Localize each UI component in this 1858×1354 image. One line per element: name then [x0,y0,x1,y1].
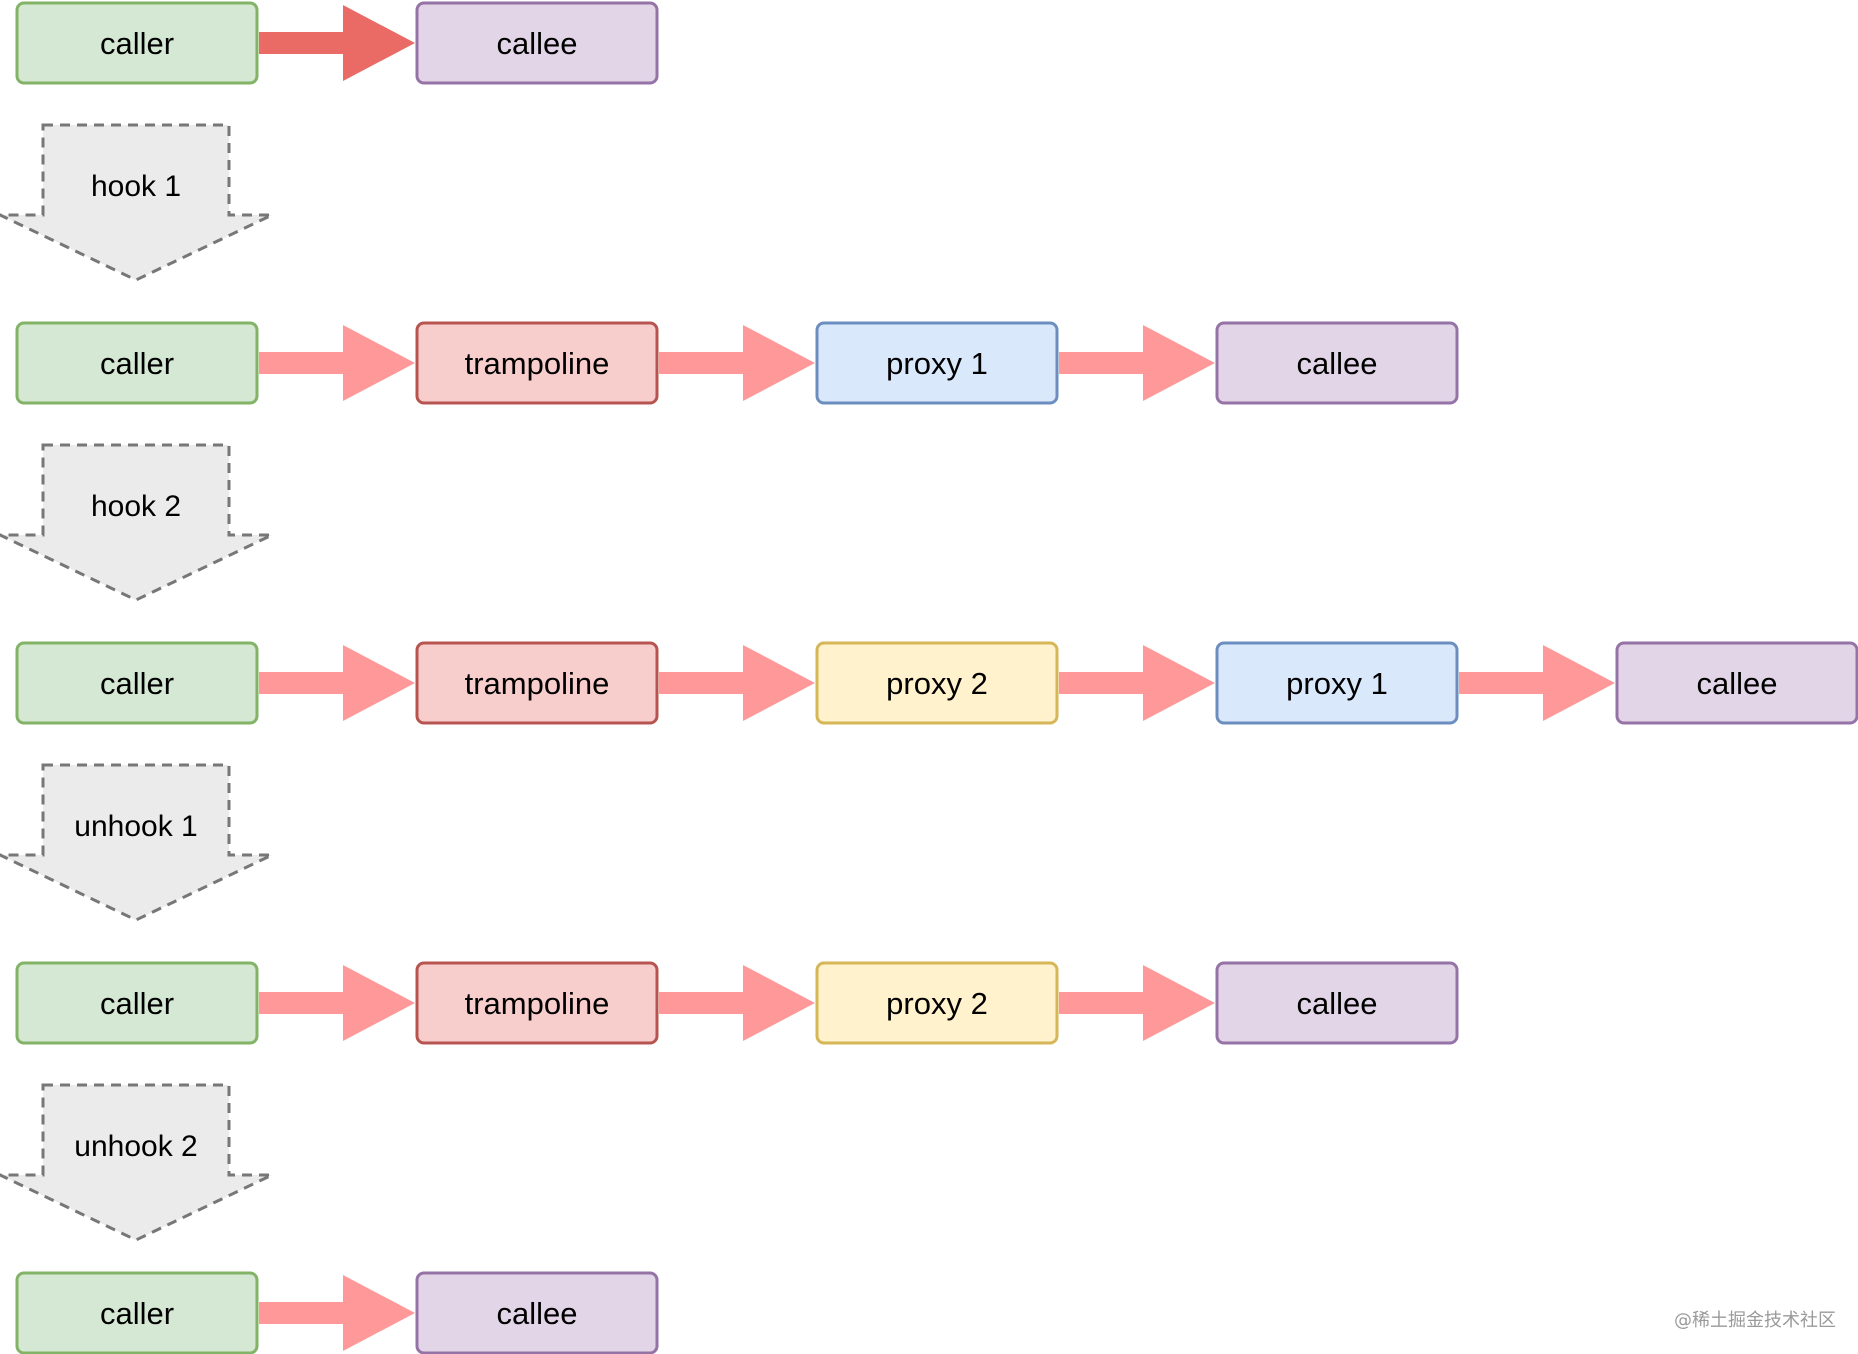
node-callee: callee [1215,961,1459,1045]
node-box [415,961,659,1045]
node-label: callee [497,26,578,61]
node-label: callee [1297,986,1378,1021]
down-arrow-shape [0,1083,273,1242]
flow-arrow [659,325,815,401]
node-label: caller [100,1296,174,1331]
node-proxy-2: proxy 2 [815,961,1059,1045]
node-caller: caller [15,1,259,85]
down-arrow-shape [0,763,273,922]
transition-step-2: hook 2 [0,443,273,602]
node-box [15,1271,259,1354]
node-box [1215,321,1459,405]
step-label: unhook 2 [74,1130,197,1163]
node-label: proxy 1 [1286,666,1388,701]
node-box [15,961,259,1045]
flow-arrow [259,645,415,721]
call-chain-row-5: caller callee [15,1271,659,1354]
node-box [415,1271,659,1354]
node-box [1215,641,1459,725]
transition-step-3: unhook 1 [0,763,273,922]
node-box [415,641,659,725]
node-callee: callee [415,1271,659,1354]
call-chain-row-2: caller trampoline proxy 1 callee [15,321,1459,405]
flow-arrow [659,965,815,1041]
flow-arrow [259,1275,415,1351]
node-callee: callee [415,1,659,85]
node-label: proxy 1 [886,346,988,381]
node-proxy-1: proxy 1 [1215,641,1459,725]
call-chain-row-3: caller trampoline proxy 2 proxy 1 callee [15,641,1858,725]
node-label: caller [100,346,174,381]
flow-arrow [259,965,415,1041]
node-label: proxy 2 [886,986,988,1021]
node-proxy-1: proxy 1 [815,321,1059,405]
node-caller: caller [15,321,259,405]
node-label: callee [1297,346,1378,381]
node-label: caller [100,986,174,1021]
node-box [415,321,659,405]
step-label: hook 1 [91,170,181,203]
node-label: callee [497,1296,578,1331]
call-chain-row-1: caller callee [15,1,659,85]
step-label: unhook 1 [74,810,197,843]
node-label: caller [100,26,174,61]
node-box [15,1,259,85]
down-arrow-shape [0,123,273,282]
node-trampoline: trampoline [415,961,659,1045]
down-arrow-shape [0,443,273,602]
node-trampoline: trampoline [415,641,659,725]
node-box [15,641,259,725]
flow-arrow [659,645,815,721]
node-label: trampoline [465,666,610,701]
node-label: caller [100,666,174,701]
node-callee: callee [1215,321,1459,405]
flow-arrow [1059,645,1215,721]
node-box [415,1,659,85]
node-proxy-2: proxy 2 [815,641,1059,725]
node-box [815,641,1059,725]
node-callee: callee [1615,641,1858,725]
node-caller: caller [15,641,259,725]
transition-step-1: hook 1 [0,123,273,282]
flow-arrow [1059,325,1215,401]
node-label: proxy 2 [886,666,988,701]
flow-arrow [259,325,415,401]
call-chain-row-4: caller trampoline proxy 2 callee [15,961,1459,1045]
node-box [1615,641,1858,725]
node-caller: caller [15,1271,259,1354]
flow-arrow [1059,965,1215,1041]
transition-step-4: unhook 2 [0,1083,273,1242]
node-caller: caller [15,961,259,1045]
flow-arrow [1459,645,1615,721]
node-box [15,321,259,405]
node-trampoline: trampoline [415,321,659,405]
node-box [815,961,1059,1045]
node-box [815,321,1059,405]
watermark: @稀土掘金技术社区 [1674,1310,1836,1331]
node-label: trampoline [465,346,610,381]
step-label: hook 2 [91,490,181,523]
node-label: callee [1697,666,1778,701]
flow-arrow [259,5,415,81]
node-label: trampoline [465,986,610,1021]
node-box [1215,961,1459,1045]
